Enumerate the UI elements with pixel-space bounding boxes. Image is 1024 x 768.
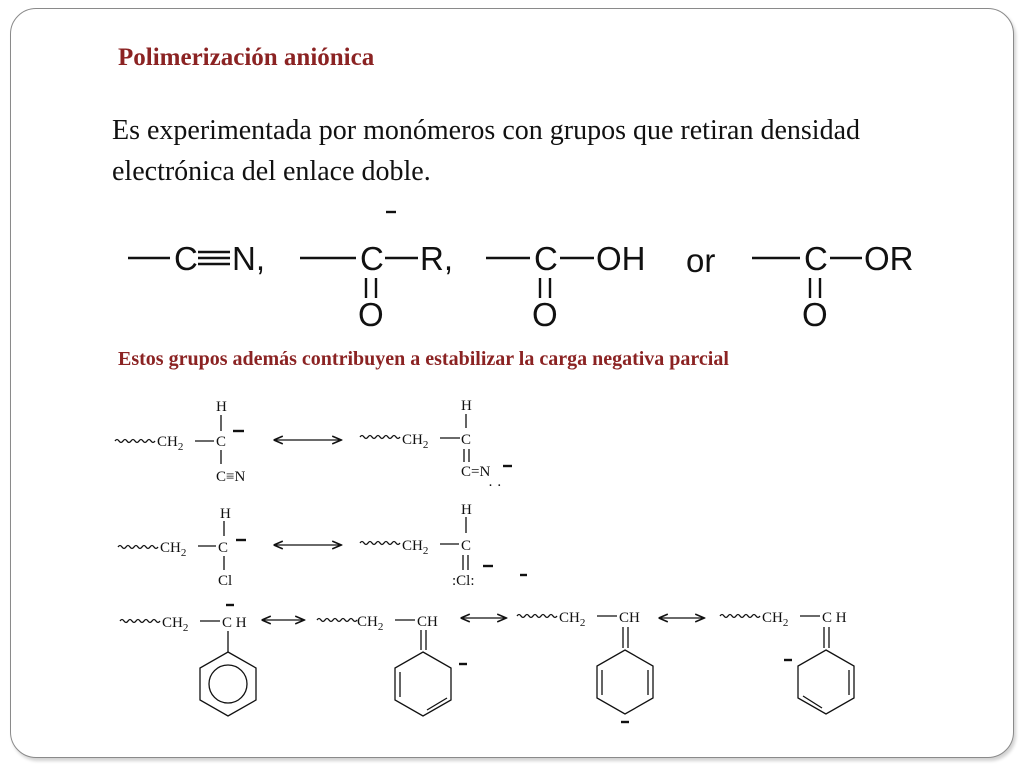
ester-group: C OR O [752, 240, 914, 333]
row2-right-c: C [461, 538, 471, 554]
nitrile-carbon: C [174, 240, 198, 277]
row3-styrene-4: CH2 C H [719, 610, 855, 715]
row3-s4-ch2: CH2 [762, 610, 788, 629]
row3-s4-ch: C H [822, 610, 847, 626]
row2-left-cl: Cl [218, 573, 232, 589]
acid-group: C OH O [486, 240, 646, 333]
row3-s2-ch: CH [417, 614, 438, 630]
row1-right-cn: C=N [461, 464, 490, 480]
row1-left-structure: CH2 C H C≡N [114, 399, 245, 485]
nitrile-nitrogen: N, [232, 240, 265, 277]
note-text: Estos grupos además contribuyen a estabi… [118, 348, 729, 370]
intro-text: Es experimentada por monómeros con grupo… [112, 115, 861, 187]
row1-lone-pair: · · [488, 478, 502, 494]
nitrile-group: C N, [128, 240, 265, 277]
acid-carbon: C [534, 240, 558, 277]
row3-s1-ch2: CH2 [162, 615, 188, 634]
row1-right-c: C [461, 432, 471, 448]
slide-title: Polimerización aniónica [118, 44, 375, 71]
row2-left-c: C [218, 540, 228, 556]
or-word: or [686, 242, 715, 279]
ester-or: OR [864, 240, 914, 277]
row1-right-structure: CH2 C H C=N · · [359, 398, 512, 494]
row1-left-h: H [216, 399, 227, 415]
row3-styrene-3: CH2 CH [516, 610, 654, 724]
row3-s3-ch2: CH2 [559, 610, 585, 629]
row2-right-structure: CH2 C H :Cl: [359, 502, 527, 589]
row2-right-ch2: CH2 [402, 538, 428, 557]
row1-right-ch2: CH2 [402, 432, 428, 451]
row2-left-h: H [220, 506, 231, 522]
slide-frame [10, 8, 1014, 758]
ester-oxygen: O [802, 296, 828, 333]
acid-oh: OH [596, 240, 646, 277]
ketone-r: R, [420, 240, 453, 277]
ketone-group: C R, O [300, 210, 453, 333]
row1-left-ch2: CH2 [157, 434, 183, 453]
row2-left-ch2: CH2 [160, 540, 186, 559]
row3-s3-ch: CH [619, 610, 640, 626]
row1-left-c: C [216, 434, 226, 450]
row3-s2-ch2: CH2 [357, 614, 383, 633]
row3-s1-ch: C H [222, 615, 247, 631]
row3-styrene-1: CH2 C H [119, 603, 257, 717]
row1-right-h: H [461, 398, 472, 414]
row2-left-structure: CH2 C H Cl [117, 506, 246, 589]
ketone-oxygen: O [358, 296, 384, 333]
ester-carbon: C [804, 240, 828, 277]
row2-right-h: H [461, 502, 472, 518]
acid-oxygen: O [532, 296, 558, 333]
row2-right-cl: :Cl: [452, 573, 475, 589]
ketone-carbon: C [360, 240, 384, 277]
row1-left-cn: C≡N [216, 469, 245, 485]
row3-styrene-2: CH2 CH [316, 614, 467, 717]
